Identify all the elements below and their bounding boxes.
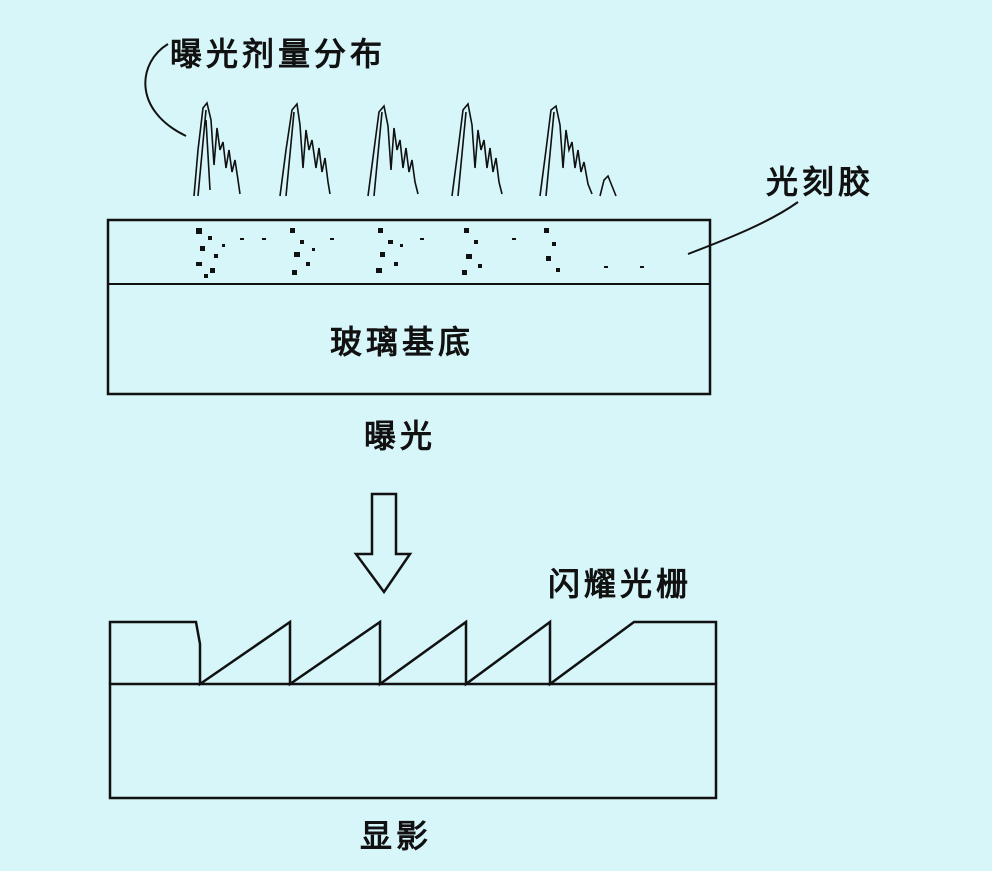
blazed-grating-label: 闪耀光栅 [548,565,693,603]
development-step-label: 显影 [360,817,433,855]
glass-substrate-label: 玻璃基底 [330,323,475,361]
exposure-step-label: 曝光 [364,417,437,455]
dose-leader-line [144,43,187,137]
exposed-region [196,228,644,278]
dose-distribution-curve [193,101,617,197]
dose-distribution-label: 曝光剂量分布 [170,35,387,73]
photoresist-label: 光刻胶 [766,163,875,201]
down-arrow [353,492,413,595]
photoresist-leader-line [687,201,799,255]
substrate-top [106,218,712,396]
substrate-bottom [108,682,718,800]
blazed-grating-profile [108,619,718,687]
